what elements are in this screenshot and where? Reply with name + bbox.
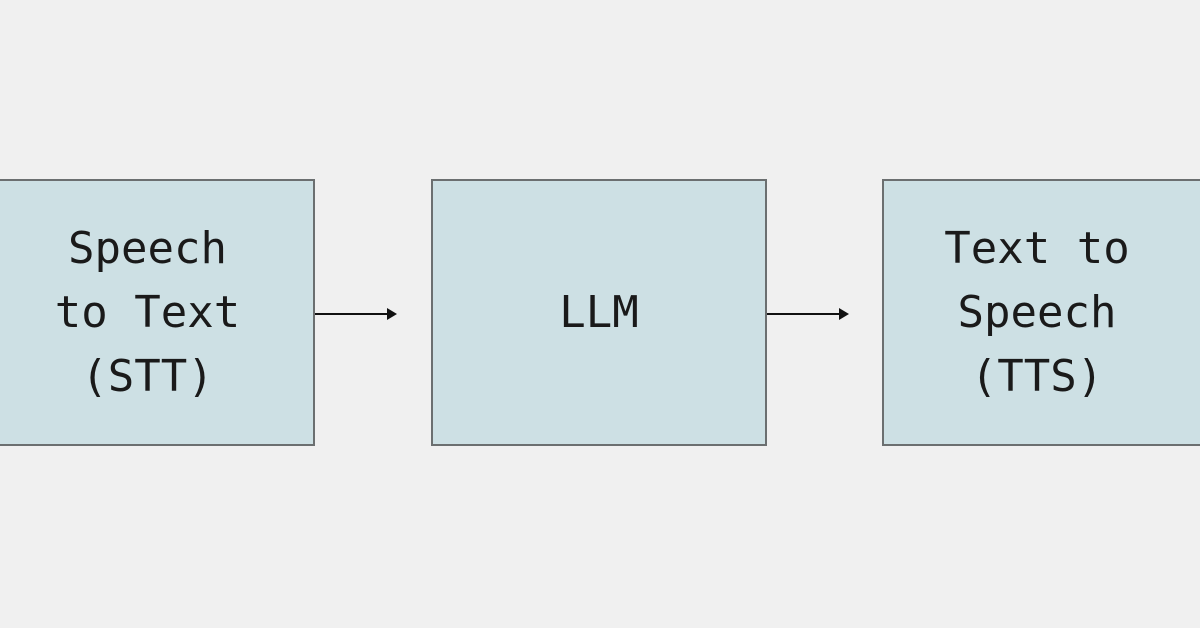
stt-label: Speech to Text (STT) bbox=[54, 222, 241, 402]
tts-label: Text to Speech (TTS) bbox=[944, 222, 1130, 402]
stt-box: Speech to Text (STT) bbox=[0, 179, 315, 446]
arrow-stt-to-llm bbox=[315, 308, 397, 320]
arrow-llm-to-tts bbox=[767, 308, 849, 320]
tts-box: Text to Speech (TTS) bbox=[882, 179, 1200, 446]
llm-box: LLM bbox=[431, 179, 767, 446]
llm-label: LLM bbox=[559, 286, 639, 338]
